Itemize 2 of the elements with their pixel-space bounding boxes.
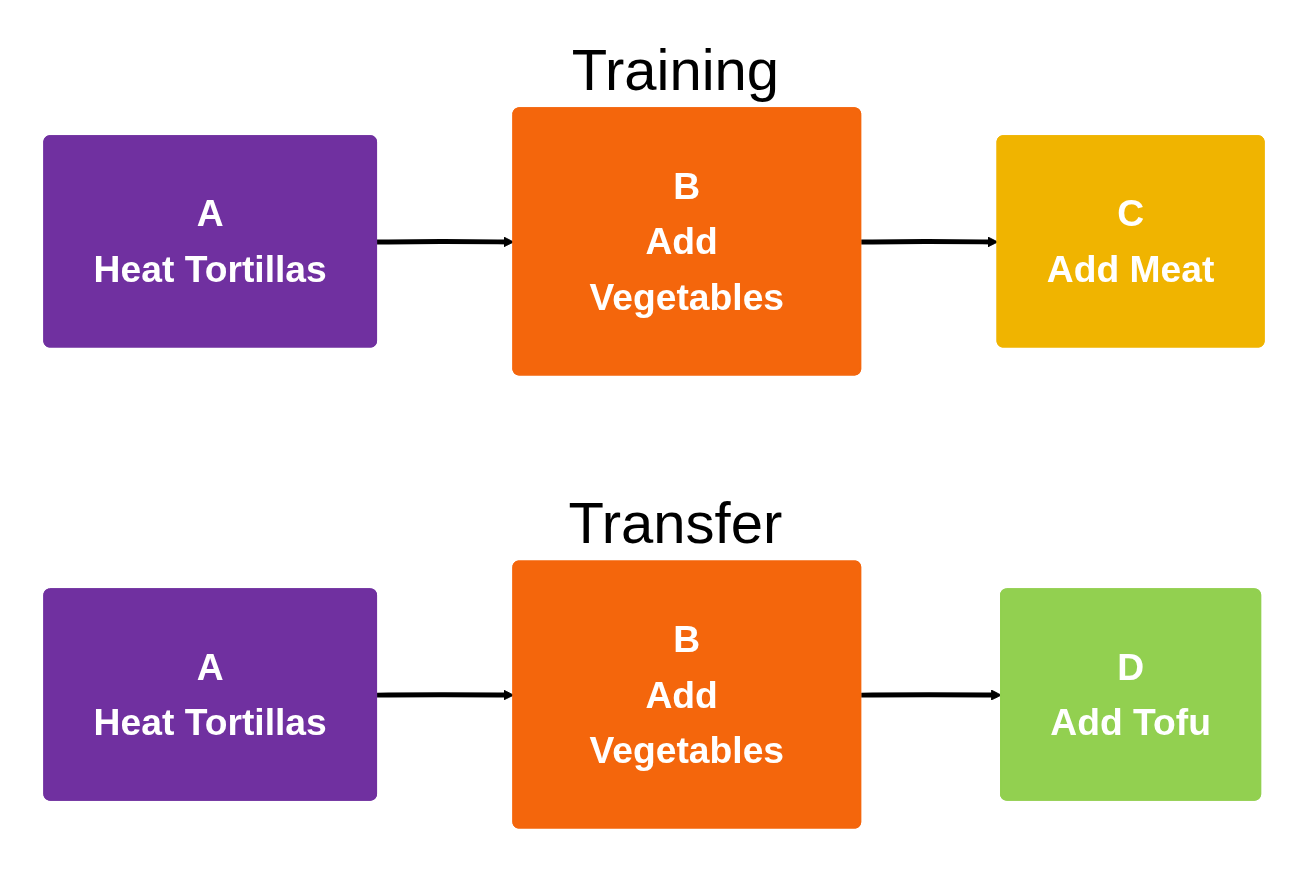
section-heading: Training	[571, 35, 780, 103]
section-heading: Transfer	[568, 489, 783, 557]
